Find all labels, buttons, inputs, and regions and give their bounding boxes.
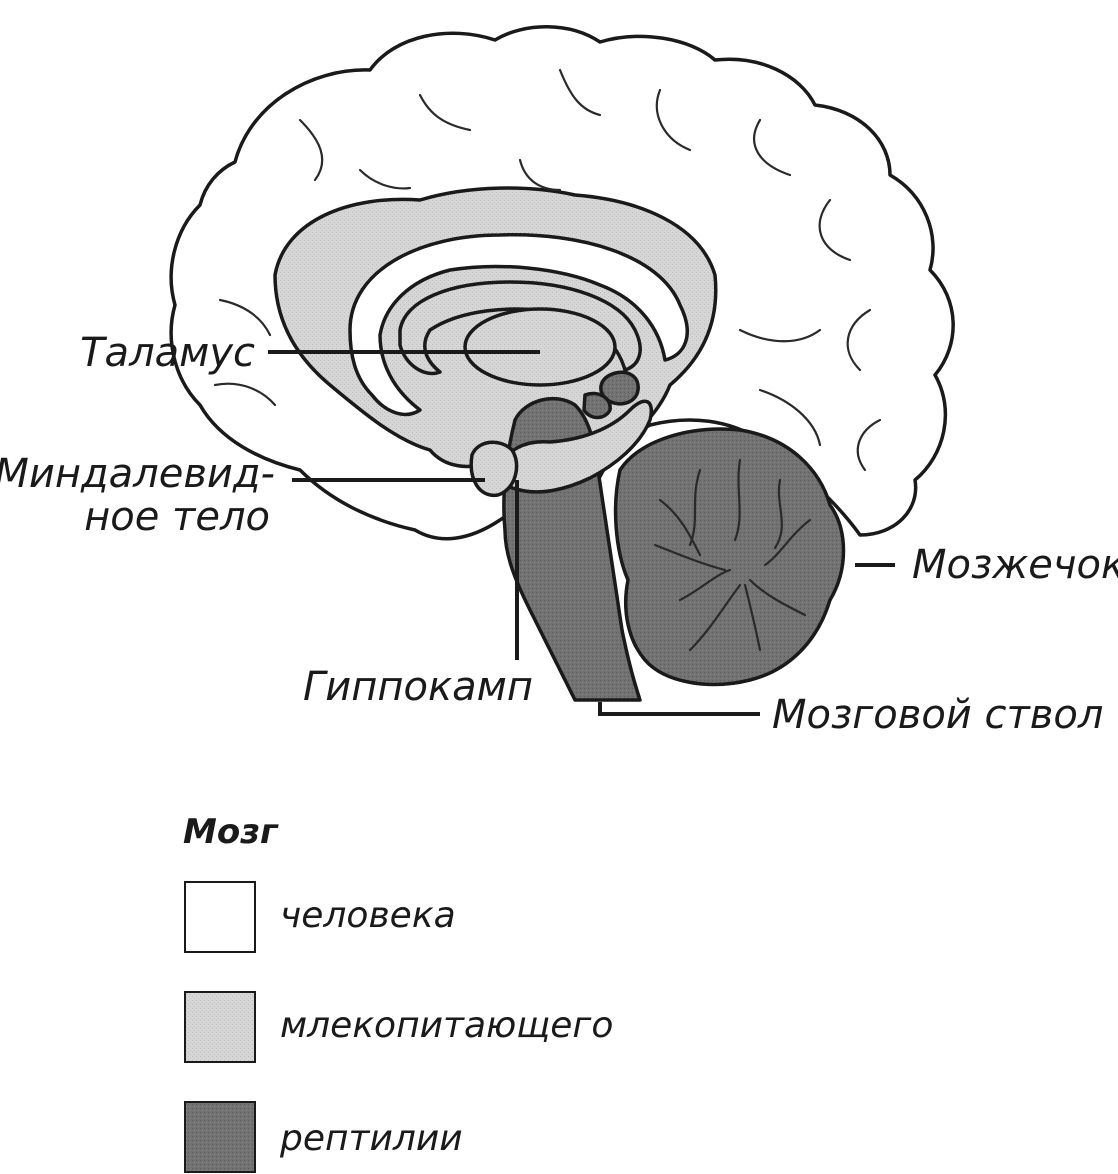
legend-label-mammal: млекопитающего: [280, 1005, 613, 1046]
amygdala-label-line1: Миндалевид-: [0, 451, 275, 497]
small-structure-shape: [584, 393, 610, 417]
thalamus-label: Таламус: [80, 330, 255, 376]
legend-swatch-reptile: [185, 1102, 255, 1172]
brainstem-leader: [600, 702, 760, 714]
thalamus-shape: [465, 309, 615, 385]
amygdala-label-line2: ное тело: [84, 494, 270, 540]
legend-title: Мозг: [183, 812, 279, 852]
legend-label-human: человека: [280, 895, 456, 936]
cerebellum-shape: [616, 429, 844, 684]
legend-swatch-human: [185, 882, 255, 952]
cerebellum-label: Мозжечок: [912, 542, 1118, 588]
legend: Мозг человека млекопитающего рептилии: [183, 812, 613, 1172]
brainstem-label: Мозговой ствол: [772, 692, 1103, 738]
amygdala-shape: [471, 442, 516, 495]
legend-swatch-mammal: [185, 992, 255, 1062]
hippocampus-label: Гиппокамп: [303, 664, 533, 710]
legend-label-reptile: рептилии: [279, 1118, 463, 1159]
